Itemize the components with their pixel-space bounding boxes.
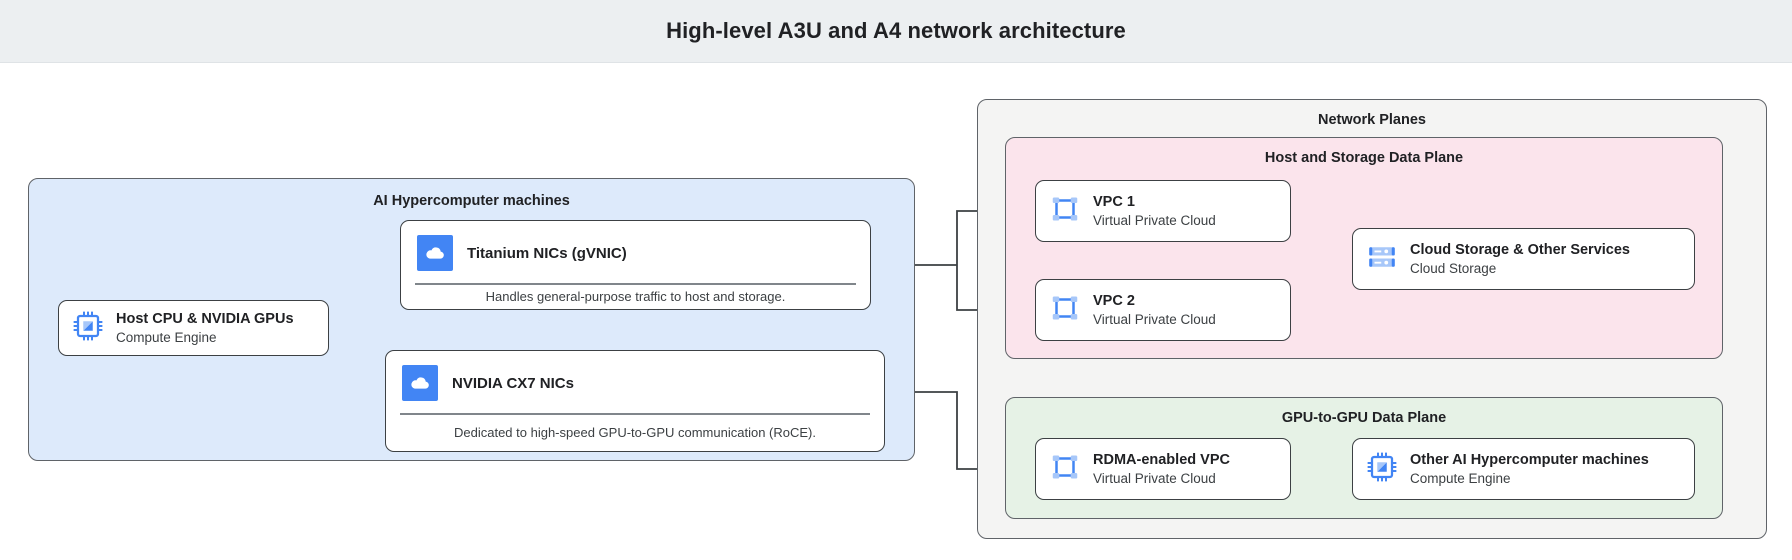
node-title: RDMA-enabled VPC	[1093, 451, 1230, 468]
node-subtitle: Virtual Private Cloud	[1093, 311, 1216, 327]
node-subtitle: Virtual Private Cloud	[1093, 212, 1216, 228]
node-subtitle: Virtual Private Cloud	[1093, 470, 1216, 486]
vpc-icon	[1050, 194, 1080, 229]
node-title: Host CPU & NVIDIA GPUs	[116, 310, 294, 327]
node-rdma-enabled-vpc[interactable]: RDMA-enabled VPC Virtual Private Cloud	[1035, 438, 1291, 500]
node-vpc-2[interactable]: VPC 2 Virtual Private Cloud	[1035, 279, 1291, 341]
header-bar: High-level A3U and A4 network architectu…	[0, 0, 1792, 63]
node-subtitle: Cloud Storage	[1410, 260, 1497, 276]
cloud-icon	[402, 365, 438, 401]
node-host-cpu[interactable]: Host CPU & NVIDIA GPUs Compute Engine	[58, 300, 329, 356]
card-divider	[400, 413, 870, 415]
group-title-planes: Network Planes	[1318, 112, 1426, 128]
node-title: VPC 2	[1093, 292, 1135, 309]
group-title-gpu-plane: GPU-to-GPU Data Plane	[1281, 410, 1447, 426]
node-subtitle: Compute Engine	[116, 329, 217, 345]
vpc-icon	[1050, 452, 1080, 487]
node-title: Cloud Storage & Other Services	[1410, 241, 1630, 258]
card-title: NVIDIA CX7 NICs	[452, 374, 574, 392]
cpu-chip-icon	[1367, 452, 1397, 487]
card-titanium-nics[interactable]: Titanium NICs (gVNIC) Handles general-pu…	[400, 220, 871, 310]
vpc-icon	[1050, 293, 1080, 328]
card-nvidia-cx7-nics[interactable]: NVIDIA CX7 NICs Dedicated to high-speed …	[385, 350, 885, 452]
card-divider	[415, 283, 856, 285]
storage-icon	[1367, 242, 1397, 277]
cloud-icon	[417, 235, 453, 271]
node-other-ai-hypercomputer-machines[interactable]: Other AI Hypercomputer machines Compute …	[1352, 438, 1695, 500]
page-title: High-level A3U and A4 network architectu…	[666, 18, 1126, 43]
card-description: Dedicated to high-speed GPU-to-GPU commu…	[454, 425, 816, 441]
card-title: Titanium NICs (gVNIC)	[467, 244, 627, 262]
group-title-host-storage: Host and Storage Data Plane	[1264, 150, 1464, 166]
node-title: Other AI Hypercomputer machines	[1410, 451, 1649, 468]
node-title: VPC 1	[1093, 193, 1135, 210]
card-description: Handles general-purpose traffic to host …	[485, 289, 786, 305]
node-cloud-storage[interactable]: Cloud Storage & Other Services Cloud Sto…	[1352, 228, 1695, 290]
node-subtitle: Compute Engine	[1410, 470, 1511, 486]
card-header: NVIDIA CX7 NICs	[386, 351, 884, 413]
node-vpc-1[interactable]: VPC 1 Virtual Private Cloud	[1035, 180, 1291, 242]
group-title-machines: AI Hypercomputer machines	[373, 193, 570, 209]
card-header: Titanium NICs (gVNIC)	[401, 221, 870, 283]
cpu-chip-icon	[73, 311, 103, 346]
